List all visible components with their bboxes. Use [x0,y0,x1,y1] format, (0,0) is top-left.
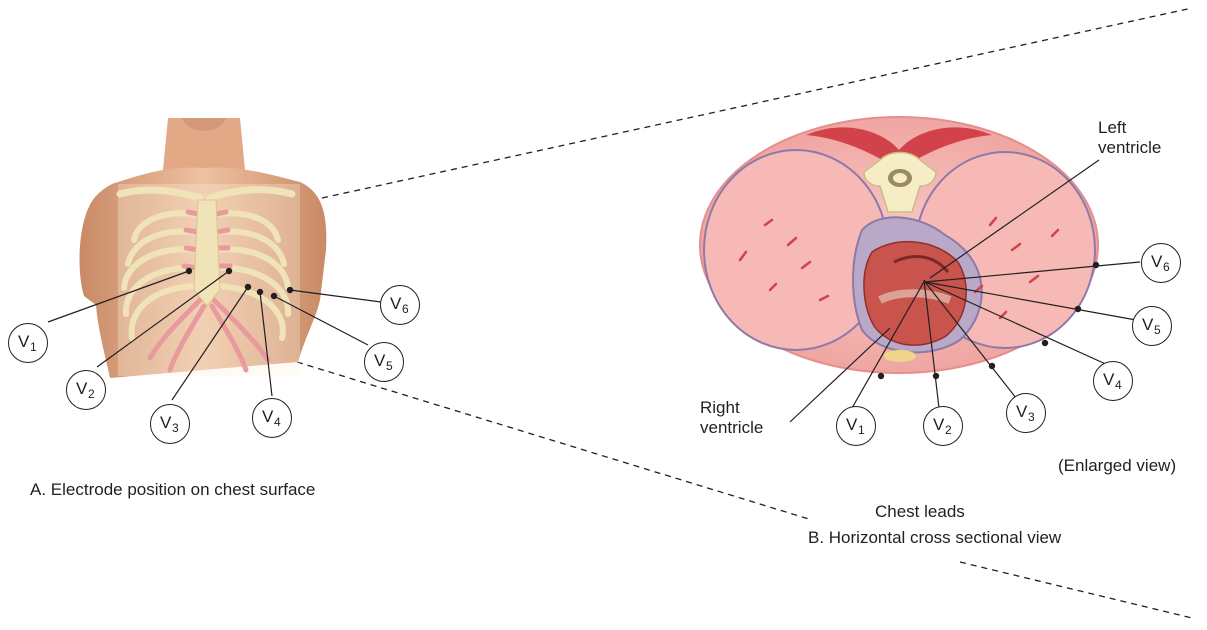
lead-letter: V [1142,315,1153,335]
lead-letter: V [76,379,87,399]
electrode-dot-v4 [257,289,263,295]
chest-leads-caption: Chest leads [875,502,965,522]
lead-letter: V [846,415,857,435]
sternum [194,200,220,306]
section-dot-v2 [933,373,939,379]
section-dot-v1 [878,373,884,379]
torso-illustration [80,118,327,378]
electrode-dot-v5 [271,293,277,299]
right-ventricle-label-line2: ventricle [700,418,763,438]
left-ventricle-label-line2: ventricle [1098,138,1161,158]
sternum-section [884,350,916,362]
panel-a-caption: A. Electrode position on chest surface [30,480,315,500]
lead-letter: V [933,415,944,435]
lead-letter: V [1016,402,1027,422]
lead-number: 3 [1028,410,1035,424]
lead-number: 4 [274,415,281,429]
left-ventricle-label-line1: Left [1098,118,1161,138]
lead-letter: V [390,294,401,314]
enlarged-view-caption: (Enlarged view) [1058,456,1176,476]
right-ventricle-label: Right ventricle [700,398,763,438]
lead-number: 4 [1115,378,1122,392]
lead-letter: V [374,351,385,371]
section-dot-v4 [1042,340,1048,346]
projection-line-lower [297,362,812,520]
lead-number: 6 [402,302,409,316]
lead-number: 2 [88,387,95,401]
lead-number: 1 [858,423,865,437]
electrode-dot-v3 [245,284,251,290]
section-dot-v6 [1093,262,1099,268]
section-dot-v3 [989,363,995,369]
projection-line-bottom [960,562,1192,618]
section-dot-v5 [1075,306,1081,312]
lead-letter: V [1151,252,1162,272]
lead-number: 2 [945,423,952,437]
electrode-dot-v6 [287,287,293,293]
panel-b-caption: B. Horizontal cross sectional view [808,528,1061,548]
lead-number: 3 [172,421,179,435]
left-ventricle-label: Left ventricle [1098,118,1161,158]
lead-letter: V [160,413,171,433]
lead-letter: V [1103,370,1114,390]
right-ventricle-label-line1: Right [700,398,763,418]
lead-number: 6 [1163,260,1170,274]
lead-number: 5 [1154,323,1161,337]
lead-number: 5 [386,359,393,373]
lead-number: 1 [30,340,37,354]
lead-letter: V [262,407,273,427]
lead-letter: V [18,332,29,352]
cross-section-illustration [700,117,1098,373]
electrode-dot-v2 [226,268,232,274]
electrode-dot-v1 [186,268,192,274]
